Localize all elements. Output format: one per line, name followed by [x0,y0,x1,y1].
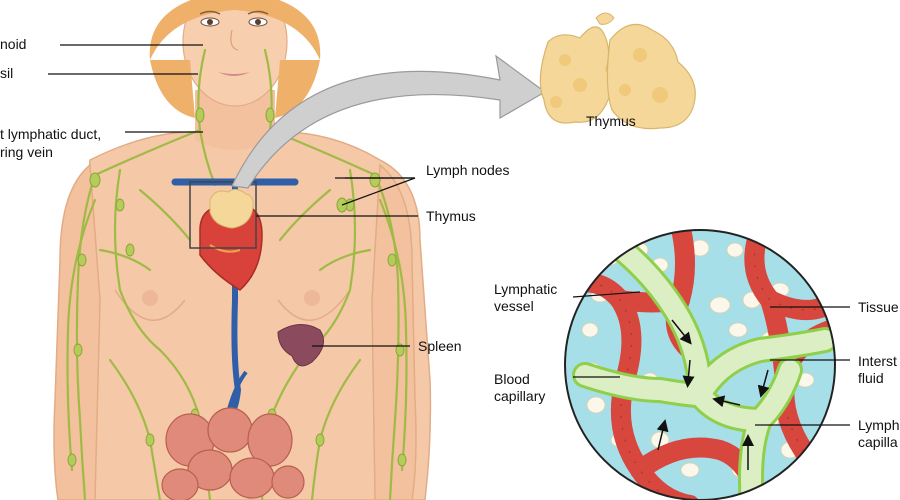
spleen-label: Spleen [418,338,462,354]
blood-capillary-label-line2: capillary [494,388,546,404]
tissue-label: Tissue [858,299,899,315]
thymus-highlight-box [189,181,257,249]
lymphatic-vessel-label-line2: vessel [494,298,534,314]
duct-label-line2: ring vein [0,144,53,160]
thymus-in-body [209,188,254,229]
hair [149,0,321,60]
intestines [161,407,305,500]
thymus-inset [539,12,696,130]
blood-capillary-label-line1: Blood [494,371,530,387]
tissue-inset [565,230,835,500]
adenoid-label: noid [0,36,27,52]
duct-label-line1: t lymphatic duct, [0,126,102,142]
tissue-inset-border [564,229,836,500]
thymus-inset-label: Thymus [586,113,636,129]
interstitial-fluid-label-line1: Interst [858,353,897,369]
leader-lines [48,44,850,426]
thymus-label: Thymus [426,208,476,224]
spleen [277,324,325,367]
mouth [218,72,250,76]
lymph-capillary-label-line1: Lymph [858,417,900,433]
interstitial-fluid-label-line2: fluid [858,370,884,386]
lymph-nodes-label: Lymph nodes [426,162,510,178]
lymphatic-vessel-label-line1: Lymphatic [494,281,558,297]
tonsil-label: sil [0,65,14,81]
lymph-capillary-label-line2: capilla [858,434,898,450]
face [182,0,288,107]
neck [195,90,275,150]
